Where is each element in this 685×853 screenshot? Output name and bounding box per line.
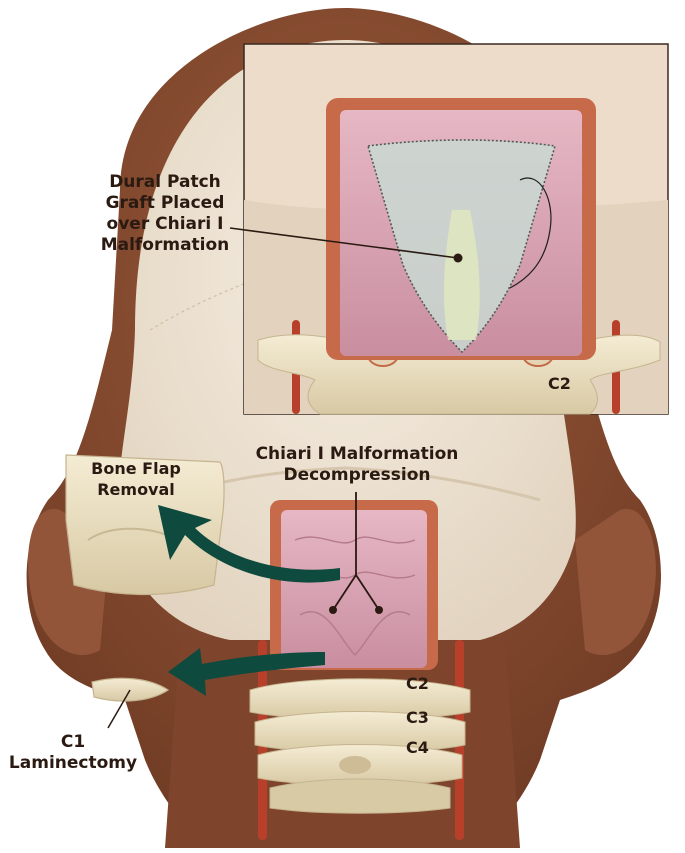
bone-flap-removal-arrow: [158, 505, 340, 583]
occipital-ridge: [159, 466, 541, 502]
c2-label: C2: [406, 674, 429, 693]
tonsil-marker-right: [375, 606, 383, 614]
lambdoid-suture: [149, 269, 281, 331]
c1-arch-removed: [91, 677, 170, 702]
dural-patch-marker: [453, 253, 463, 263]
suture-thread: [509, 177, 552, 289]
dural-patch-line-1: Dural Patch: [109, 172, 221, 192]
c1-label: C1: [60, 732, 86, 752]
c4-label: C4: [406, 738, 429, 757]
dural-patch-line-4: Malformation: [100, 235, 230, 255]
dural-patch-pointer: [229, 227, 459, 259]
decompression-line-2: Decompression: [283, 465, 431, 485]
laminectomy-pointer: [107, 689, 131, 729]
bone-flap-line-1: Bone Flap: [91, 459, 181, 478]
decompression-pointer: [332, 492, 380, 611]
lower-cervical-spine: [249, 678, 471, 814]
dural-patch-line-3: over Chiari I: [106, 214, 224, 234]
c3-label: C3: [406, 708, 429, 727]
c1-removal-arrow: [168, 648, 325, 696]
tonsil-marker-left: [329, 606, 337, 614]
bone-flap-line-2: Removal: [97, 480, 175, 499]
c1-laminectomy-label: C1 Laminectomy: [6, 732, 140, 774]
bone-flap-label: Bone Flap Removal: [80, 458, 192, 500]
dural-patch-line-2: Graft Placed: [105, 193, 225, 213]
decompression-line-1: Chiari I Malformation: [255, 444, 459, 464]
decompression-label: Chiari I Malformation Decompression: [252, 444, 462, 486]
inset-c2-label: C2: [548, 374, 571, 393]
patch-brainstem: [443, 210, 480, 340]
laminectomy-label: Laminectomy: [8, 753, 138, 773]
dural-patch-label: Dural Patch Graft Placed over Chiari I M…: [98, 172, 232, 256]
lower-exposed-dura: [281, 510, 427, 668]
bone-flap: [65, 454, 225, 596]
right-ear: [575, 508, 656, 656]
